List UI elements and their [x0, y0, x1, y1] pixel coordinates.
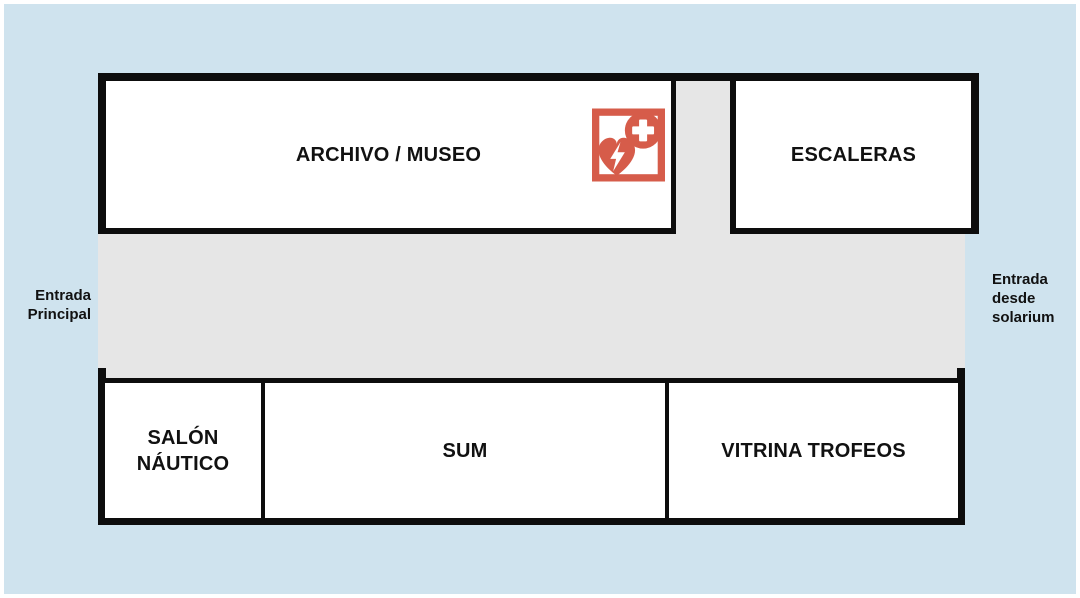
entrada-solarium-line2: desde	[992, 290, 1036, 307]
room-archivo-museo: ARCHIVO / MUSEO	[98, 73, 676, 234]
room-label-sum: SUM	[442, 439, 488, 462]
entrance-label-principal: Entrada Principal	[10, 286, 91, 324]
wall-divider-sum-vitrina	[665, 383, 669, 518]
room-label-salon-nautico: SALÓN NÁUTICO	[137, 425, 230, 477]
entrada-principal-line2: Principal	[27, 306, 91, 323]
main-corridor	[98, 220, 965, 378]
wall-stub-bottom-left	[98, 368, 106, 378]
room-sum: SUM	[265, 383, 665, 518]
room-escaleras: ESCALERAS	[730, 73, 979, 234]
wall-top-over-gap	[658, 73, 735, 81]
bottom-room-row: SALÓN NÁUTICO SUM VITRINA TROFEOS	[98, 378, 965, 525]
salon-nautico-line2: NÁUTICO	[136, 452, 230, 475]
room-label-archivo-museo: ARCHIVO / MUSEO	[295, 143, 482, 166]
room-vitrina-trofeos: VITRINA TROFEOS	[669, 383, 958, 518]
entrada-principal-line1: Entrada	[35, 287, 91, 304]
aed-defibrillator-icon	[592, 108, 665, 182]
wall-stub-bottom-right	[957, 368, 965, 378]
salon-nautico-line1: SALÓN	[147, 426, 219, 449]
room-label-escaleras: ESCALERAS	[790, 143, 917, 166]
wall-divider-salon-sum	[261, 383, 265, 518]
room-label-vitrina-trofeos: VITRINA TROFEOS	[721, 439, 906, 462]
entrance-label-solarium: Entrada desde solarium	[992, 270, 1072, 327]
entrada-solarium-line1: Entrada	[992, 271, 1048, 288]
entrada-solarium-line3: solarium	[992, 309, 1055, 326]
room-salon-nautico: SALÓN NÁUTICO	[105, 383, 261, 518]
